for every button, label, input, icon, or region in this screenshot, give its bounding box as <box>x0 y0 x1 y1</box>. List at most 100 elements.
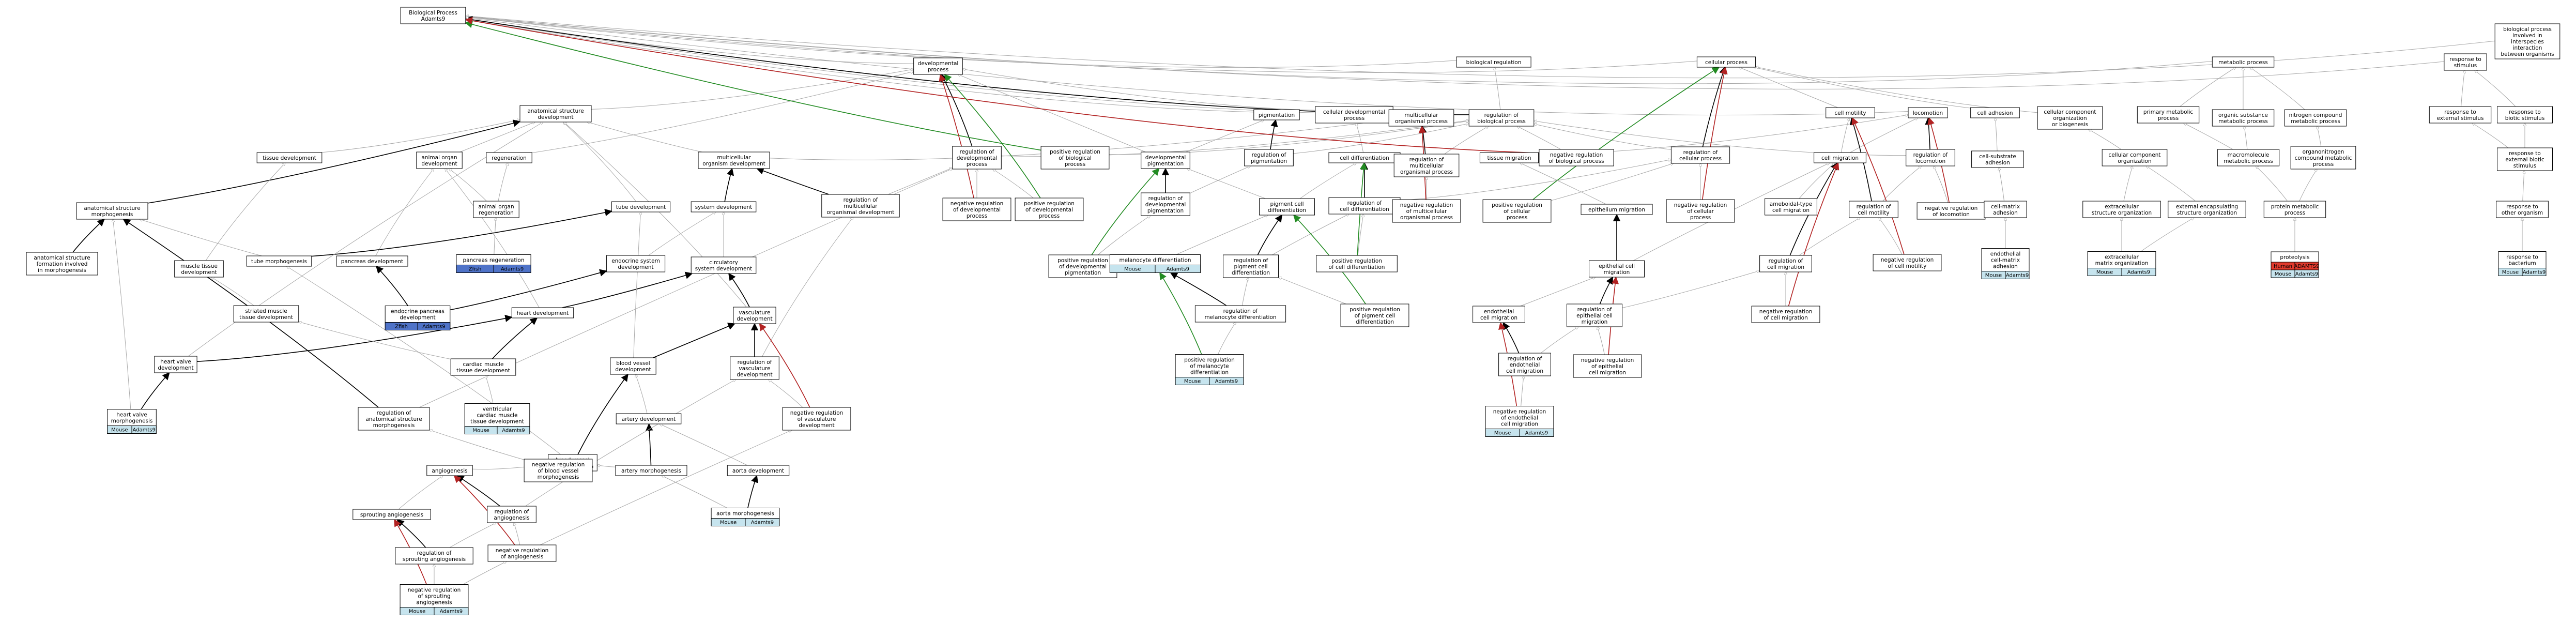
node-pancdev[interactable]: pancreas development <box>336 255 408 267</box>
node-regen[interactable]: regeneration <box>486 152 532 163</box>
node-aortadev[interactable]: aorta development <box>727 465 790 476</box>
node-angio[interactable]: angiogenesis <box>426 465 473 476</box>
node-celldiff[interactable]: cell differentiation <box>1328 152 1401 163</box>
node-arterydev[interactable]: artery development <box>616 413 682 424</box>
node-metab[interactable]: metabolic process <box>2212 56 2275 68</box>
node-cellmig[interactable]: cell migration <box>1814 152 1866 163</box>
node-tubemorph[interactable]: tube morphogenesis <box>246 255 312 267</box>
node-celladh[interactable]: cell adhesion <box>1970 107 2020 118</box>
node-pigm[interactable]: pigmentation <box>1253 109 1300 120</box>
node-arterymorph[interactable]: artery morphogenesis <box>615 465 687 476</box>
node-sproutangio[interactable]: sprouting angiogenesis <box>352 509 431 520</box>
node-bioreg[interactable]: biological regulation <box>1456 56 1531 68</box>
node-locom[interactable]: locomotion <box>1908 107 1948 118</box>
node-cellmot[interactable]: cell motility <box>1826 107 1875 118</box>
node-epimig[interactable]: epithelium migration <box>1581 204 1653 215</box>
node-heartdev[interactable]: heart development <box>511 307 574 318</box>
node-cellproc[interactable]: cellular process <box>1696 56 1756 68</box>
